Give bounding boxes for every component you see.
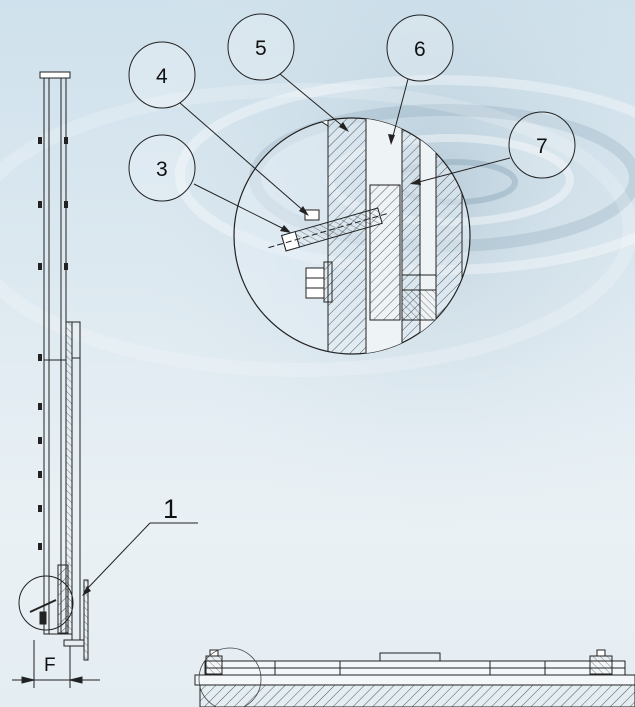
vertical-assembly xyxy=(39,71,89,661)
dimension-f xyxy=(12,640,100,688)
callout-6-label: 6 xyxy=(414,38,426,61)
vertical-bolts xyxy=(38,137,68,550)
small-detail-circle xyxy=(198,647,262,707)
callout-5-label: 5 xyxy=(255,37,267,60)
callout-7-label: 7 xyxy=(536,135,548,158)
callout-4: 4 xyxy=(128,41,309,216)
horizontal-assembly xyxy=(194,649,635,707)
callout-7: 7 xyxy=(410,111,576,185)
callout-1-label: 1 xyxy=(163,494,178,524)
callout-5: 5 xyxy=(227,13,349,132)
callout-3-label: 3 xyxy=(156,158,168,181)
callout-4-label: 4 xyxy=(156,65,168,88)
detail-view xyxy=(233,117,471,355)
callout-3: 3 xyxy=(128,134,291,233)
detail-marker-circle xyxy=(18,575,74,631)
callout-6: 6 xyxy=(386,14,454,145)
callout-1: 1 xyxy=(82,494,198,596)
dimension-f-label: F xyxy=(44,655,56,676)
